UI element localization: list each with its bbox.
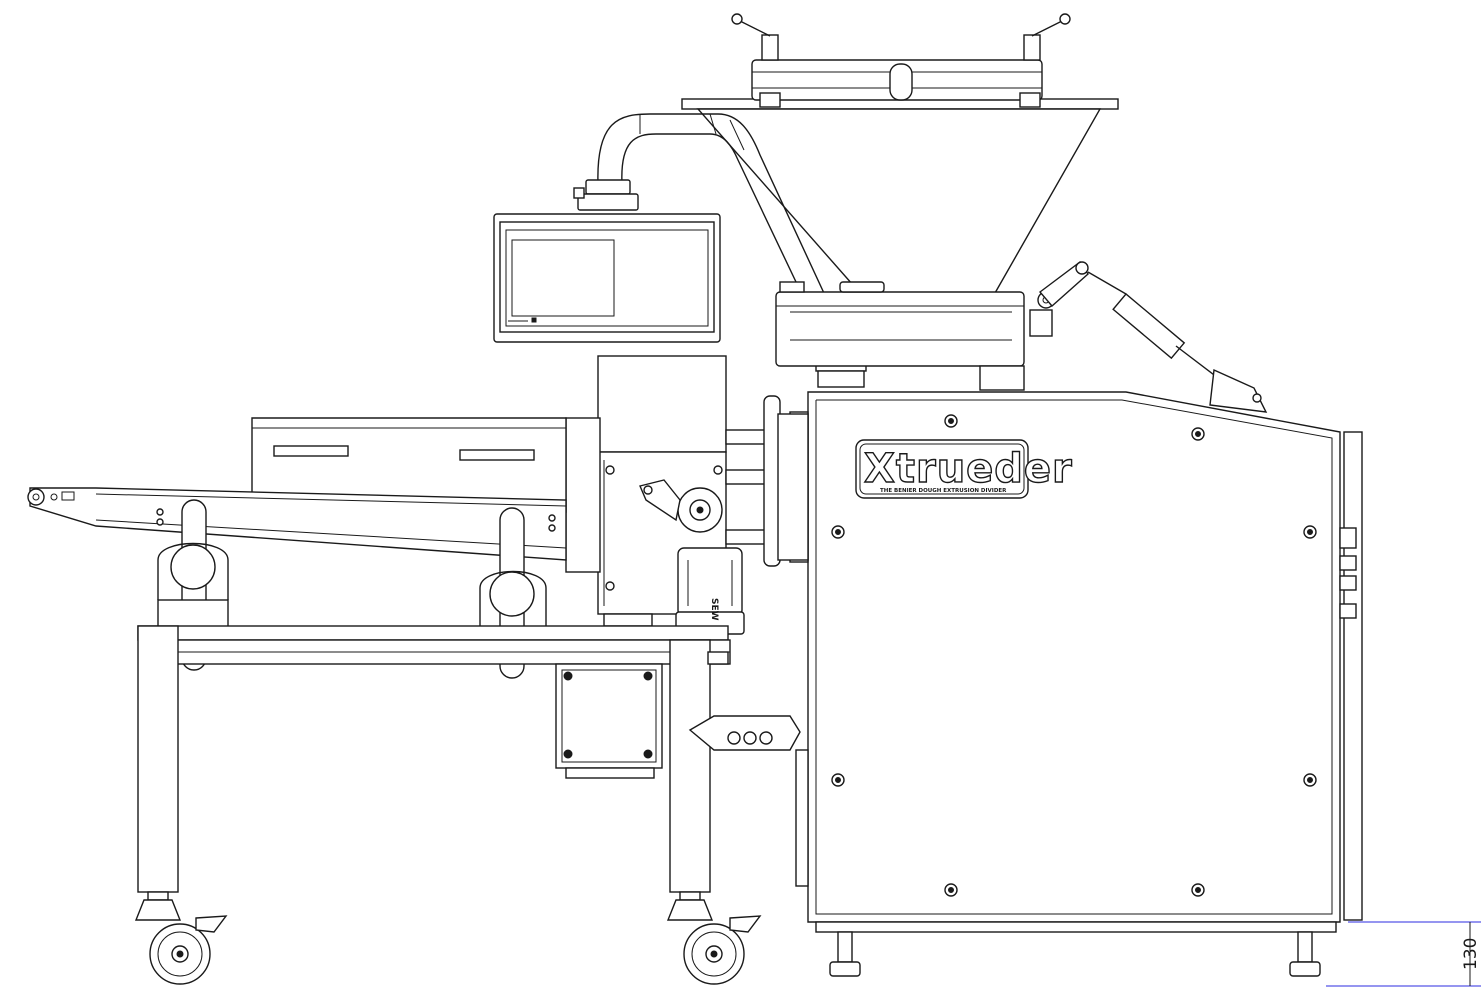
brand-tagline: THE BENIER DOUGH EXTRUSION DIVIDER xyxy=(880,488,1007,494)
hopper xyxy=(681,13,1119,294)
caster-left xyxy=(134,899,228,985)
conveyor xyxy=(27,417,567,679)
height-dimension: 130 xyxy=(1326,921,1481,987)
extrusion-unit: SEW xyxy=(565,355,809,635)
dimension-label: 130 xyxy=(1461,938,1481,970)
control-screen xyxy=(493,213,721,343)
stand xyxy=(137,625,801,901)
main-cabinet: Xtrueder THE BENIER DOUGH EXTRUSION DIVI… xyxy=(789,391,1363,977)
divider-head xyxy=(775,260,1268,413)
logo-plate xyxy=(855,439,1029,499)
caster-right xyxy=(666,899,762,985)
cabinet-bolts xyxy=(831,414,1317,897)
motor-label: SEW xyxy=(709,598,719,621)
brand-logo: Xtrueder xyxy=(864,446,1073,492)
